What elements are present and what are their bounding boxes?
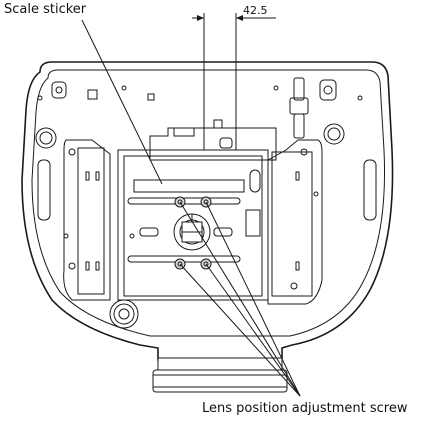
scale-sticker-label: Scale sticker — [4, 2, 87, 17]
lens-screw-leaders — [179, 201, 301, 397]
dimension-marker — [192, 13, 276, 150]
lens-shift-plate — [117, 119, 277, 301]
scale-sticker — [133, 179, 245, 193]
dimension-label: 42.5 — [243, 4, 268, 17]
lens-screw-label: Lens position adjustment screw — [202, 401, 408, 416]
scale-sticker-leader — [81, 19, 163, 185]
feet — [35, 123, 345, 329]
left-bracket — [63, 139, 111, 301]
lens-shift-mechanism — [173, 213, 211, 251]
right-vent-slot — [363, 159, 377, 221]
left-vent-slot — [37, 159, 51, 221]
right-bracket — [267, 139, 323, 305]
top-features — [37, 77, 363, 139]
housing-outline — [21, 61, 394, 361]
lens-barrel — [152, 357, 288, 393]
